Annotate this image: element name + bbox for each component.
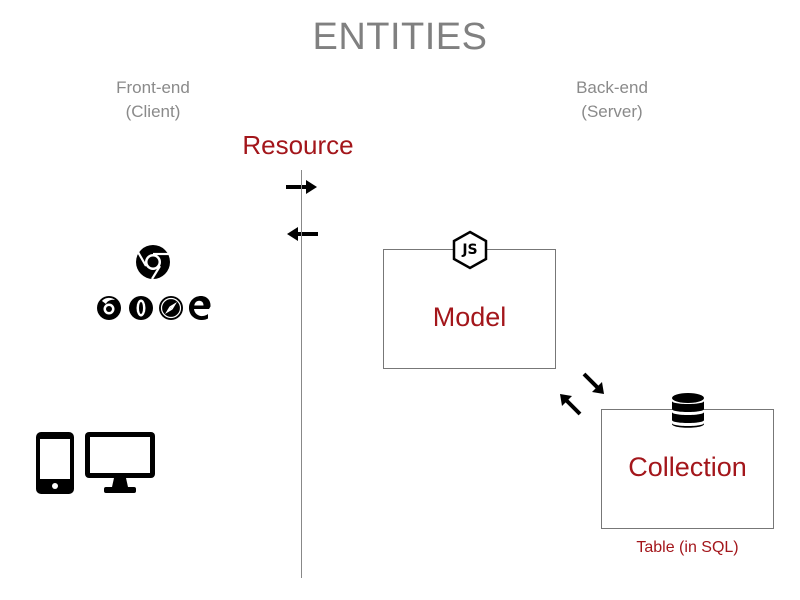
frontend-label: Front-end (Client)	[63, 76, 243, 124]
opera-icon	[129, 296, 153, 320]
phone-icon	[36, 432, 74, 494]
edge-icon	[188, 296, 211, 321]
client-server-divider	[301, 170, 302, 578]
nodejs-hexagon-icon	[452, 230, 488, 270]
chrome-icon	[136, 245, 170, 280]
frontend-label-line2: (Client)	[125, 102, 181, 121]
arrow-left-icon	[287, 227, 318, 241]
firefox-icon	[97, 296, 121, 320]
frontend-label-line1: Front-end	[116, 78, 190, 97]
nodejs-badge-text: JS	[462, 242, 478, 258]
resource-label: Resource	[242, 130, 354, 160]
desktop-monitor-icon	[85, 432, 155, 493]
backend-label-line2: (Server)	[581, 102, 643, 121]
model-label: Model	[432, 302, 507, 332]
sync-arrows-icon	[560, 372, 604, 416]
nodejs-icon: JS	[452, 230, 488, 270]
collection-box: Collection	[601, 409, 774, 529]
arrow-right-icon	[286, 180, 317, 194]
collection-label: Collection	[628, 452, 747, 482]
collection-caption: Table (in SQL)	[636, 539, 739, 556]
database-icon	[672, 393, 704, 428]
backend-label-line1: Back-end	[576, 78, 648, 97]
page-title: ENTITIES	[312, 16, 488, 58]
backend-label: Back-end (Server)	[522, 76, 702, 124]
safari-icon	[159, 296, 183, 320]
